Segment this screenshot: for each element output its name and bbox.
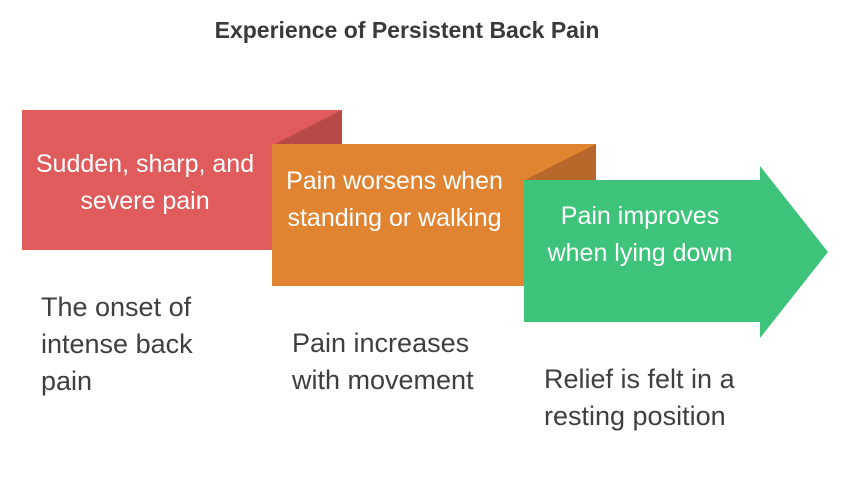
- step-1-label: Sudden, sharp, and severe pain: [35, 150, 255, 215]
- step-2-label: Pain worsens when standing or walking: [286, 167, 503, 232]
- step-2-description: Pain increases with movement: [292, 328, 474, 395]
- step-1-description: The onset of intense back pain: [41, 292, 193, 396]
- step-1-fold: [275, 110, 342, 144]
- step-2-block: [272, 144, 596, 286]
- diagram-title: Experience of Persistent Back Pain: [214, 17, 600, 43]
- step-3-arrow: [524, 166, 828, 338]
- step-3-label: Pain improves when lying down: [547, 202, 733, 267]
- step-2-fold: [525, 144, 596, 180]
- step-1-block: [22, 110, 342, 250]
- step-3-description: Relief is felt in a resting position: [544, 364, 735, 431]
